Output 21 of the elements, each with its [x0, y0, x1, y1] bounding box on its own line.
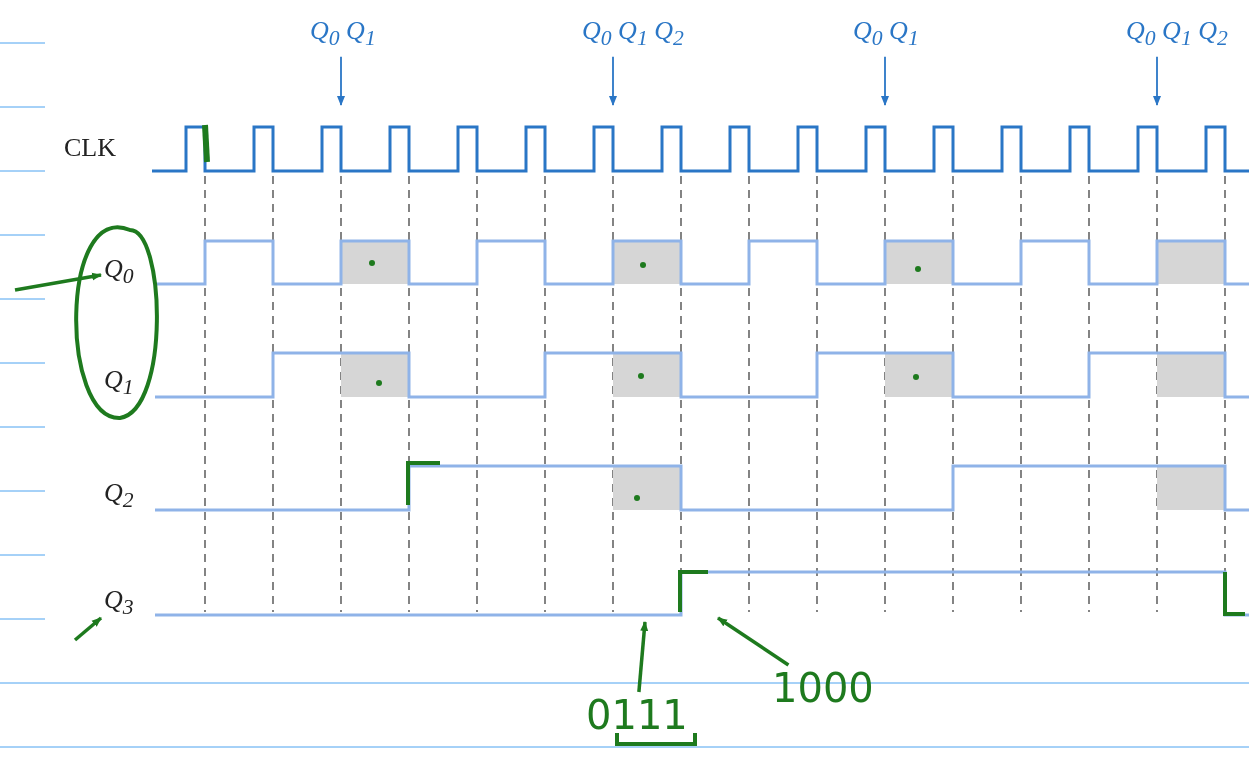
- signal-label: Q$_{2}$: [104, 480, 134, 512]
- signal-label: Q$_{3}$: [104, 587, 134, 619]
- leader-arrow: [14, 272, 102, 292]
- q3-waveform: [155, 570, 1249, 617]
- annotation-label: Q$_{0}$ Q$_{1}$: [310, 18, 376, 50]
- leader-arrow: [717, 616, 790, 667]
- clock-waveform: [152, 125, 1249, 173]
- signal-label: Q$_{1}$: [104, 367, 134, 399]
- leader-arrow: [881, 55, 889, 106]
- handwritten-note: 0111: [586, 695, 688, 735]
- annotation-label: Q$_{0}$ Q$_{1}$ Q$_{2}$: [1126, 18, 1228, 50]
- leader-arrow: [337, 55, 345, 106]
- leader-arrow: [637, 621, 649, 693]
- leader-arrow: [609, 55, 617, 106]
- annotation-label: Q$_{0}$ Q$_{1}$: [853, 18, 919, 50]
- annotation-label: Q$_{0}$ Q$_{1}$ Q$_{2}$: [582, 18, 684, 50]
- leader-arrow: [73, 616, 103, 642]
- signal-label: Q$_{0}$: [104, 256, 134, 288]
- signal-label: CLK: [64, 135, 116, 161]
- handwritten-note: 1000: [772, 668, 874, 708]
- leader-arrow: [1153, 55, 1161, 106]
